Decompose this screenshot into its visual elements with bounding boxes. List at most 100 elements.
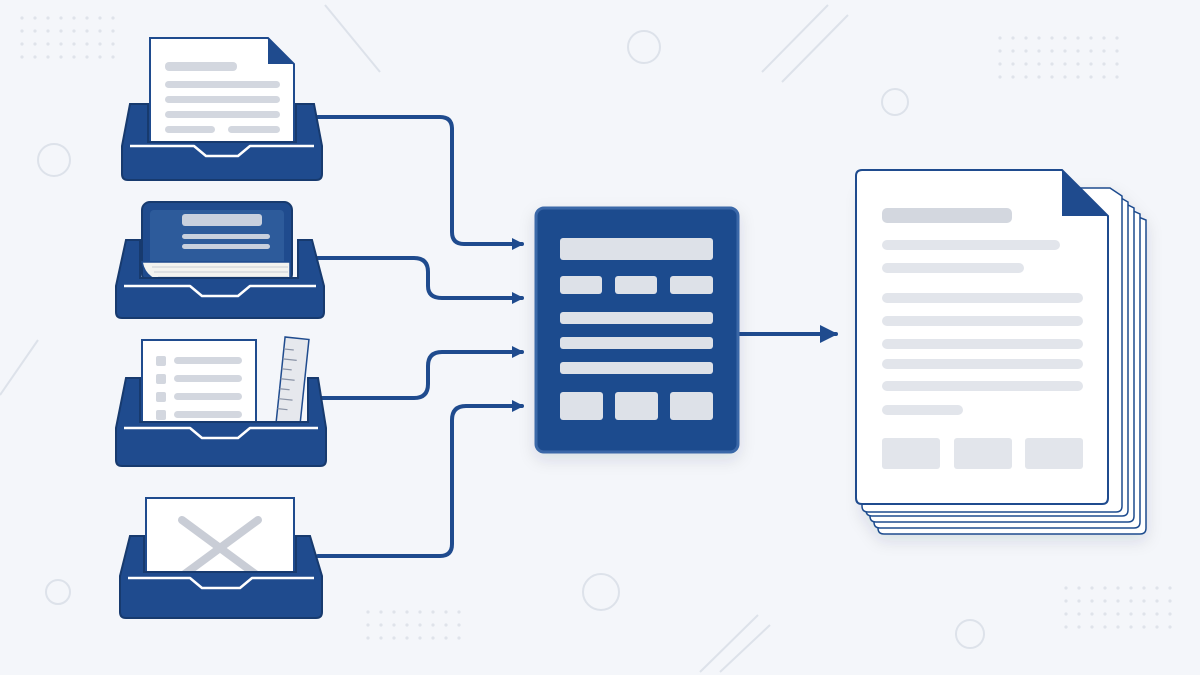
deco-dot — [98, 55, 102, 59]
connector-2 — [316, 256, 524, 304]
deco-line — [781, 14, 849, 83]
deco-dot — [98, 16, 102, 20]
deco-dot — [46, 42, 50, 46]
deco-dot — [1103, 586, 1107, 590]
deco-dot — [1155, 612, 1159, 616]
deco-circle — [955, 619, 985, 649]
connectors — [316, 115, 838, 558]
deco-line — [0, 339, 39, 396]
deco-line — [699, 614, 759, 673]
deco-circle — [37, 143, 71, 177]
deco-dot — [85, 55, 89, 59]
deco-dot — [20, 55, 24, 59]
deco-dot — [444, 636, 448, 640]
deco-dot — [1063, 36, 1067, 40]
deco-dot — [1024, 49, 1028, 53]
deco-dot — [405, 636, 409, 640]
deco-dot — [59, 42, 63, 46]
deco-dot — [1024, 36, 1028, 40]
deco-dot — [1050, 49, 1054, 53]
deco-dot — [392, 636, 396, 640]
deco-dot — [1103, 599, 1107, 603]
deco-dot — [1089, 75, 1093, 79]
deco-dot — [85, 29, 89, 33]
deco-dot — [379, 610, 383, 614]
deco-dot — [1064, 625, 1068, 629]
deco-dot — [72, 42, 76, 46]
deco-dot — [1116, 612, 1120, 616]
deco-line — [761, 4, 829, 73]
deco-dot — [405, 623, 409, 627]
deco-dot — [444, 623, 448, 627]
deco-dot — [998, 75, 1002, 79]
deco-dot — [111, 42, 115, 46]
deco-dot — [1037, 62, 1041, 66]
deco-dot — [1103, 612, 1107, 616]
deco-dot — [1076, 75, 1080, 79]
deco-dot — [72, 55, 76, 59]
deco-dot — [1103, 625, 1107, 629]
deco-dot — [392, 610, 396, 614]
deco-dot — [111, 29, 115, 33]
deco-line — [719, 624, 771, 673]
deco-dot — [46, 55, 50, 59]
deco-dot — [1076, 49, 1080, 53]
deco-dot — [1116, 625, 1120, 629]
deco-dot — [379, 636, 383, 640]
deco-dot — [1024, 75, 1028, 79]
deco-line — [324, 4, 381, 73]
deco-dot — [59, 29, 63, 33]
deco-dot — [1155, 625, 1159, 629]
deco-dot — [1102, 49, 1106, 53]
deco-dot — [1011, 75, 1015, 79]
deco-dot — [1115, 49, 1119, 53]
deco-dot — [59, 16, 63, 20]
deco-dot — [1168, 612, 1172, 616]
deco-dot — [1064, 586, 1068, 590]
deco-dot — [1090, 599, 1094, 603]
deco-dot — [444, 610, 448, 614]
deco-dot — [1115, 62, 1119, 66]
deco-dot — [1064, 612, 1068, 616]
connector-1 — [316, 115, 524, 250]
deco-circle — [45, 579, 71, 605]
deco-dot — [1142, 599, 1146, 603]
deco-dot — [1115, 36, 1119, 40]
deco-dot — [1155, 586, 1159, 590]
deco-dot — [111, 55, 115, 59]
deco-dot — [457, 623, 461, 627]
deco-dot — [20, 42, 24, 46]
deco-dot — [1116, 586, 1120, 590]
deco-dot — [1089, 36, 1093, 40]
deco-dot — [85, 16, 89, 20]
deco-dot — [85, 42, 89, 46]
deco-dot — [1077, 586, 1081, 590]
deco-dot — [392, 623, 396, 627]
deco-dot — [33, 55, 37, 59]
deco-dot — [1050, 62, 1054, 66]
deco-dot — [1142, 612, 1146, 616]
deco-dot — [1077, 612, 1081, 616]
deco-dot — [1076, 62, 1080, 66]
deco-dot — [1090, 625, 1094, 629]
deco-circle — [627, 30, 661, 64]
deco-dot — [1102, 62, 1106, 66]
deco-dot — [1129, 625, 1133, 629]
document-stack-icon — [855, 169, 1147, 535]
book-in-tray-icon — [115, 201, 325, 319]
deco-dot — [431, 610, 435, 614]
deco-dot — [1077, 625, 1081, 629]
deco-dot — [1142, 625, 1146, 629]
deco-dot — [998, 49, 1002, 53]
deco-dot — [1011, 49, 1015, 53]
deco-dot — [1129, 612, 1133, 616]
deco-dot — [457, 636, 461, 640]
deco-dot — [1011, 36, 1015, 40]
deco-dot — [72, 29, 76, 33]
deco-dot — [1063, 62, 1067, 66]
deco-dot — [1115, 75, 1119, 79]
deco-dot — [1089, 49, 1093, 53]
deco-dot — [1089, 62, 1093, 66]
